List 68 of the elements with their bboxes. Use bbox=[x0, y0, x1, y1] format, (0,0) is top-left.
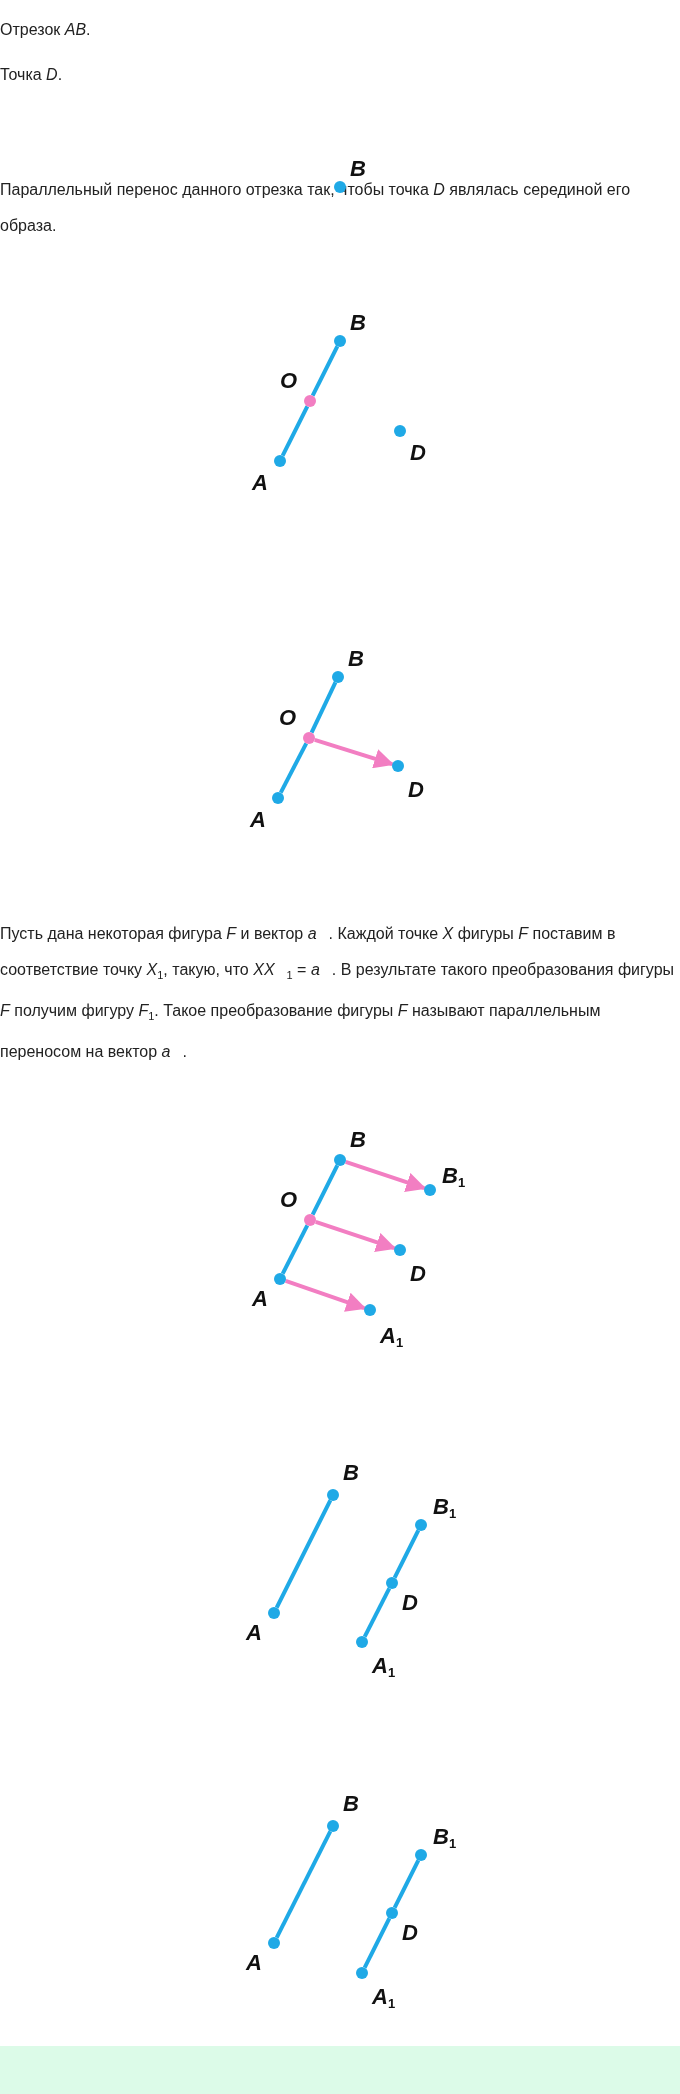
point-label: A bbox=[250, 808, 266, 832]
point bbox=[394, 1244, 406, 1256]
line-segment bbox=[310, 1164, 340, 1216]
point-label: O bbox=[280, 1188, 298, 1212]
point bbox=[268, 1937, 280, 1949]
point bbox=[268, 1607, 280, 1619]
point bbox=[272, 792, 284, 804]
point bbox=[304, 395, 316, 407]
point bbox=[386, 1907, 398, 1919]
point bbox=[327, 1489, 339, 1501]
line-segment bbox=[309, 681, 338, 734]
point bbox=[334, 335, 346, 347]
point-label: B bbox=[343, 1461, 359, 1485]
line-segment bbox=[392, 1859, 421, 1909]
line-segment bbox=[274, 1830, 333, 1939]
point bbox=[327, 1820, 339, 1832]
point-label: D bbox=[402, 1591, 418, 1615]
line-segment bbox=[362, 1917, 392, 1969]
point-label: B bbox=[348, 647, 364, 671]
vector-arrow bbox=[285, 1279, 367, 1312]
line-segment bbox=[280, 405, 310, 457]
point bbox=[274, 1273, 286, 1285]
point bbox=[303, 732, 315, 744]
line-segment bbox=[274, 1499, 333, 1609]
point bbox=[356, 1636, 368, 1648]
vector-arrow bbox=[314, 737, 395, 769]
point-label: B bbox=[350, 1128, 366, 1152]
vector-arrow bbox=[345, 1160, 427, 1192]
point bbox=[386, 1577, 398, 1589]
point-label: A bbox=[252, 471, 268, 495]
point-label: A$_{1}$ bbox=[380, 1324, 404, 1352]
point bbox=[334, 1154, 346, 1166]
point-label: D bbox=[402, 1921, 418, 1945]
point-label: A bbox=[246, 1951, 262, 1975]
point bbox=[424, 1184, 436, 1196]
point bbox=[394, 425, 406, 437]
point-label: B$_{1}$ bbox=[433, 1495, 457, 1523]
point bbox=[274, 455, 286, 467]
point bbox=[332, 671, 344, 683]
point bbox=[356, 1967, 368, 1979]
line-segment bbox=[392, 1529, 421, 1579]
paragraph: Точка D. bbox=[0, 65, 64, 85]
point-label: B bbox=[350, 311, 366, 335]
point-label: D bbox=[410, 441, 426, 465]
point bbox=[415, 1519, 427, 1531]
point-label: A$_{1}$ bbox=[372, 1654, 396, 1682]
point-label: O bbox=[279, 706, 297, 730]
point-label: B$_{1}$ bbox=[433, 1825, 457, 1853]
point-label: A bbox=[252, 1287, 268, 1311]
line-segment bbox=[310, 345, 340, 397]
point-label: B$_{1}$ bbox=[442, 1164, 466, 1192]
point bbox=[392, 760, 404, 772]
point-label: A$_{1}$ bbox=[372, 1985, 396, 2013]
point-label: A bbox=[246, 1621, 262, 1645]
point-label: O bbox=[280, 369, 298, 393]
paragraph: Отрезок AB. bbox=[0, 20, 92, 40]
point-label: B bbox=[343, 1792, 359, 1816]
point-label: D bbox=[408, 778, 424, 802]
line-segment bbox=[278, 742, 309, 794]
point bbox=[415, 1849, 427, 1861]
point bbox=[304, 1214, 316, 1226]
vector-arrow bbox=[315, 1220, 397, 1252]
point bbox=[364, 1304, 376, 1316]
line-segment bbox=[362, 1587, 392, 1638]
paragraph: Пусть дана некоторая фигура F и вектор a⃗. Каждой точке X фигуры F поставим в соответствие точку X$_{1}$, такую, что XX⃗$_{1}$ = a⃗. В результате такого преобразования фигуры F получим фигуру F$_{1}$. Такое преобразование фигуры F называют параллельным переносом на вектор a⃗. bbox=[0, 924, 676, 1063]
point-label: D bbox=[410, 1262, 426, 1286]
point-label: B bbox=[350, 157, 366, 181]
line-segment bbox=[280, 1224, 310, 1275]
